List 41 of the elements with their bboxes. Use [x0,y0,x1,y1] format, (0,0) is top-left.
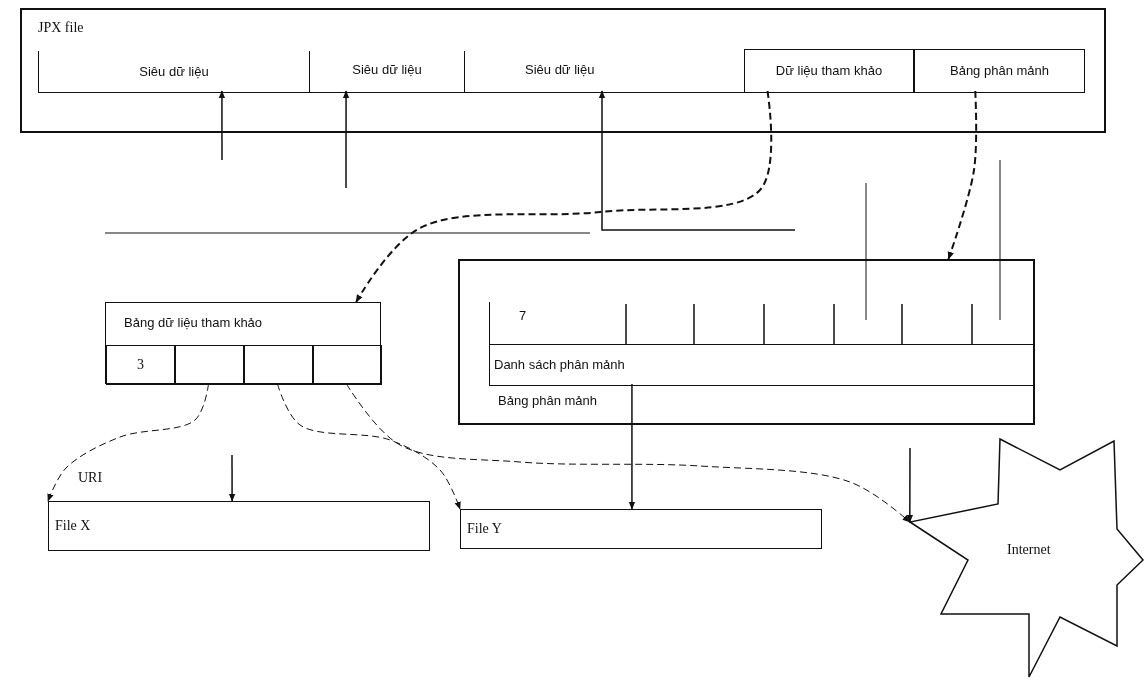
segment-box [914,49,1085,93]
file-label: File X [55,518,91,534]
table-cell [175,345,244,385]
connector-arrow [47,383,209,502]
list-box [489,302,1034,386]
table-cell [313,345,382,385]
file-box [48,501,430,551]
container-title: JPX file [38,20,84,36]
segment [38,51,309,93]
segment [309,51,464,93]
list-label: Danh sách phân mảnh [494,357,625,373]
connector-arrow [346,383,911,523]
arrow [228,454,236,502]
arrow [906,447,913,523]
connector-arrow [277,383,461,510]
uri-label: URI [78,470,103,486]
table-cell [106,345,175,385]
star-label: Internet [1007,542,1051,558]
connector-arrow [947,90,978,260]
arrow [598,90,796,231]
file-container-box [20,8,1106,133]
segment-label: Dữ liệu tham khảo [774,63,884,79]
connector-arrow [355,90,773,303]
segment-label: Siêu dữ liệu [138,64,210,80]
arrow [342,90,350,189]
segment-label: Bảng phân mảnh [949,63,1050,79]
segment-box [744,49,914,93]
panel-title: Bảng phân mảnh [498,393,598,409]
file-label: File Y [467,521,502,537]
segment-label: Siêu dữ liệu [351,62,423,78]
arrow [218,90,226,161]
cell-text: 3 [136,357,145,373]
table-cell [244,345,313,385]
cell-number: 7 [519,308,527,323]
table-title: Bảng dữ liệu tham khảo [124,315,263,331]
segment [464,51,744,93]
segment-label: Siêu dữ liệu [525,62,595,78]
connector-arrow [628,383,636,510]
table-box [105,302,381,384]
file-box [460,509,822,549]
table-panel [458,259,1035,425]
